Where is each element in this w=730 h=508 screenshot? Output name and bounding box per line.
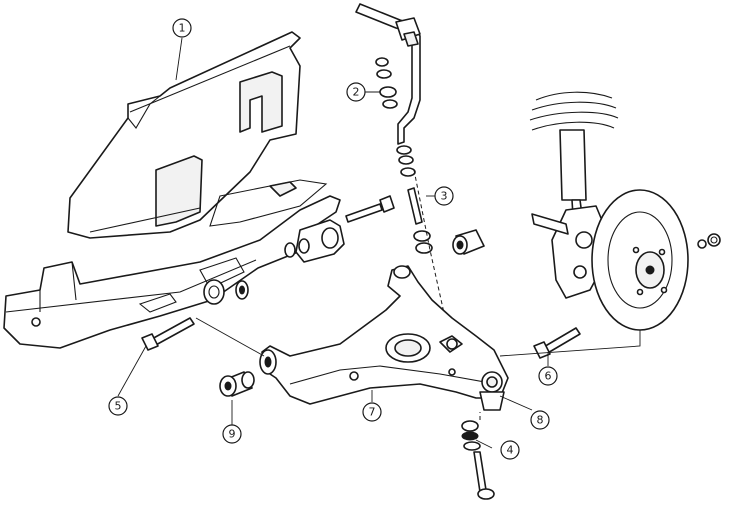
knuckle-bolt	[533, 327, 581, 359]
callout-6: 6	[538, 366, 558, 386]
crossmember-bushing	[203, 279, 249, 305]
callout-1-label: 1	[179, 22, 186, 35]
link-bushing	[452, 229, 485, 255]
callout-3: 3	[434, 186, 454, 206]
callout-4-label: 4	[507, 444, 514, 457]
ball-joint-bolt	[461, 412, 495, 500]
ball-joint	[479, 371, 505, 411]
callout-1: 1	[172, 18, 192, 38]
callout-9-label: 9	[229, 428, 236, 441]
callout-7-label: 7	[369, 406, 376, 419]
front-crossmember	[3, 179, 341, 349]
arm-bushing	[219, 371, 255, 397]
callout-4: 4	[500, 440, 520, 460]
leader-lines	[117, 37, 641, 449]
callout-5-label: 5	[115, 400, 122, 413]
brake-disc-hub	[591, 189, 689, 331]
callout-2-label: 2	[353, 86, 360, 99]
callout-9: 9	[222, 424, 242, 444]
crossmember-bolt	[345, 195, 395, 223]
rear-mount-bracket	[284, 219, 345, 263]
arm-pivot-bolt	[141, 317, 195, 351]
callout-8: 8	[530, 410, 550, 430]
callout-5: 5	[108, 396, 128, 416]
callout-8-label: 8	[537, 414, 544, 427]
lower-control-arm	[259, 265, 509, 405]
callout-2: 2	[346, 82, 366, 102]
stabilizer-bar	[355, 3, 421, 145]
callout-3-label: 3	[441, 190, 448, 203]
stabilizer-link-hardware-upper	[375, 57, 416, 177]
callout-7: 7	[362, 402, 382, 422]
hub-nut	[697, 233, 721, 249]
callout-6-label: 6	[545, 370, 552, 383]
splash-shield	[67, 31, 301, 239]
